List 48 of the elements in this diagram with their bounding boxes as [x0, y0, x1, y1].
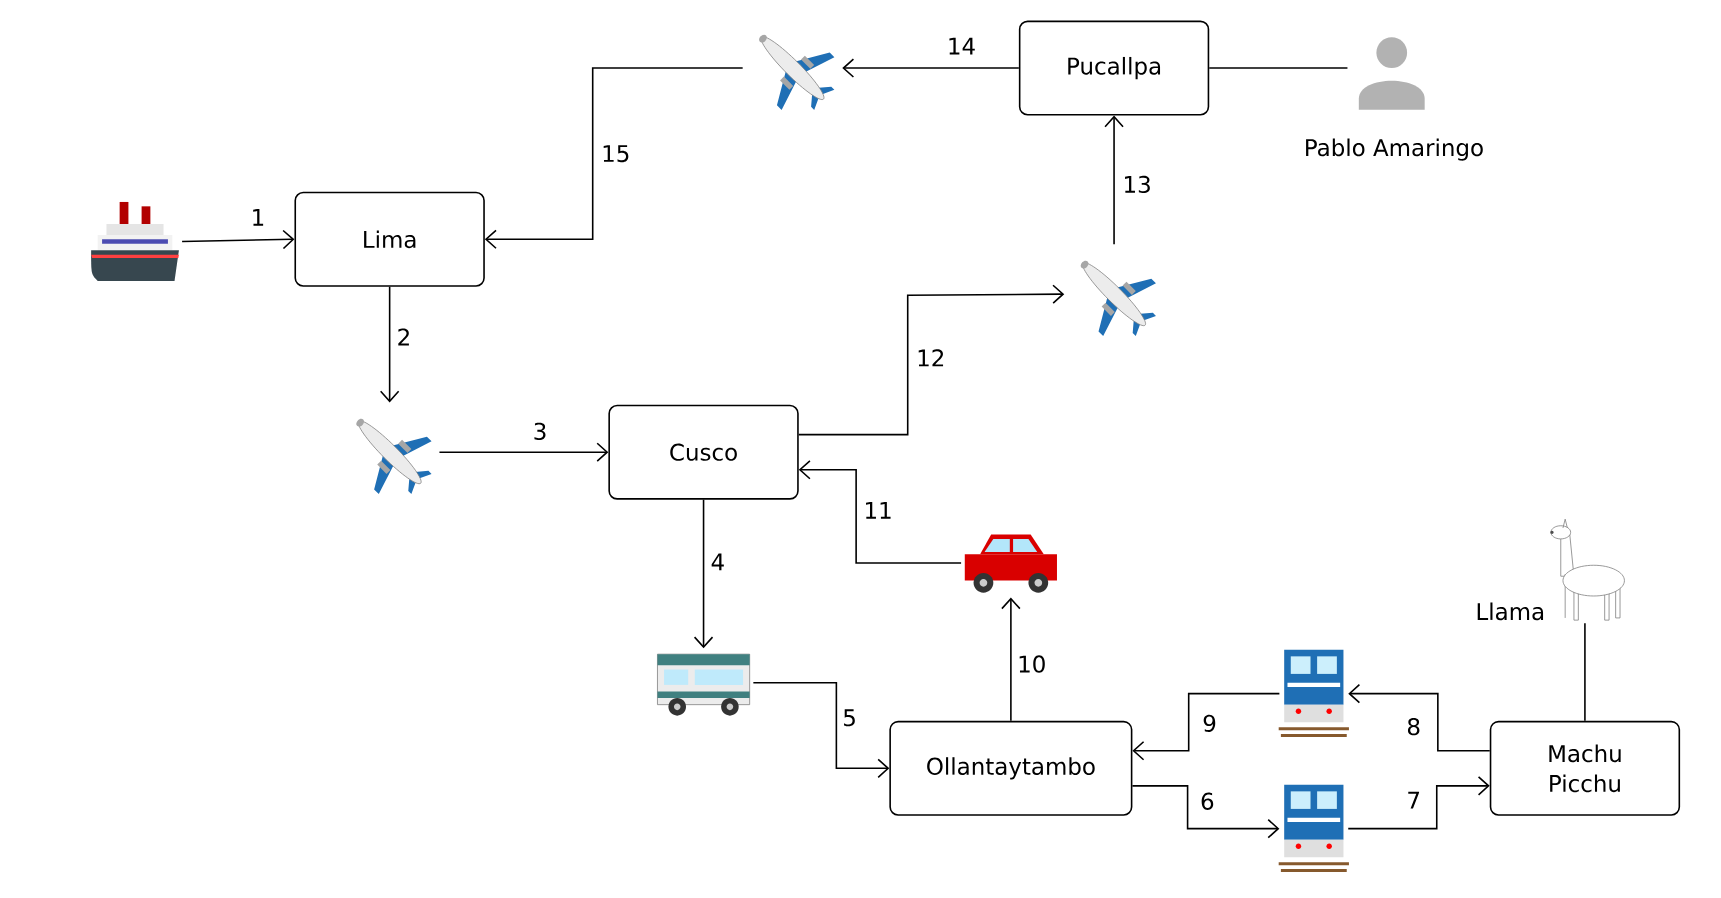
location-box: Pucallpa — [1018, 20, 1210, 116]
edge-label: 4 — [708, 551, 728, 573]
location-box: Lima — [294, 191, 485, 287]
edge-label: 5 — [840, 707, 859, 729]
person-silhouette — [1358, 37, 1425, 110]
location-box: Cusco — [608, 404, 799, 500]
edge-label: 13 — [1120, 173, 1154, 196]
edge-label: 7 — [1404, 789, 1423, 811]
arrow — [842, 58, 1020, 78]
arrow — [1132, 692, 1281, 761]
location-box: Ollantaytambo — [889, 720, 1133, 816]
arrow — [484, 67, 744, 250]
airplane-drawing — [1080, 260, 1156, 337]
arrow — [693, 499, 714, 649]
arrow — [379, 286, 400, 403]
arrow — [1001, 597, 1021, 722]
edge-label: 12 — [914, 347, 948, 369]
train-drawing — [1278, 784, 1349, 872]
train-drawing — [1278, 649, 1349, 737]
location-box: Machu Picchu — [1489, 720, 1681, 816]
arrow — [1104, 115, 1124, 246]
airplane-drawing — [759, 34, 835, 111]
arrow — [1131, 785, 1280, 839]
edge-label: 15 — [599, 143, 633, 165]
arrow — [798, 460, 962, 564]
edge-label: 11 — [861, 500, 895, 521]
edge-label: 2 — [394, 326, 414, 348]
arrow — [1348, 684, 1491, 752]
edge-label: 9 — [1200, 712, 1219, 735]
bus-drawing — [657, 653, 751, 716]
edge-label: 3 — [530, 420, 550, 443]
edge-label: 8 — [1404, 716, 1423, 738]
node-label: Llama — [1477, 602, 1544, 621]
arrow — [797, 284, 1065, 436]
llama-drawing — [1550, 518, 1625, 621]
connector-line — [1208, 67, 1349, 69]
arrow — [1347, 776, 1490, 830]
car-drawing — [964, 534, 1057, 593]
edge-label: 6 — [1198, 790, 1217, 812]
airplane-drawing — [356, 418, 432, 495]
edge-label: 1 — [248, 207, 268, 228]
node-label: Pablo Amaringo — [1306, 138, 1483, 161]
arrow — [181, 229, 295, 250]
edge-label: 14 — [944, 35, 979, 57]
ship-drawing — [91, 202, 179, 282]
edge-label: 10 — [1015, 653, 1049, 675]
connector-line — [1584, 622, 1586, 722]
arrow — [752, 682, 890, 779]
